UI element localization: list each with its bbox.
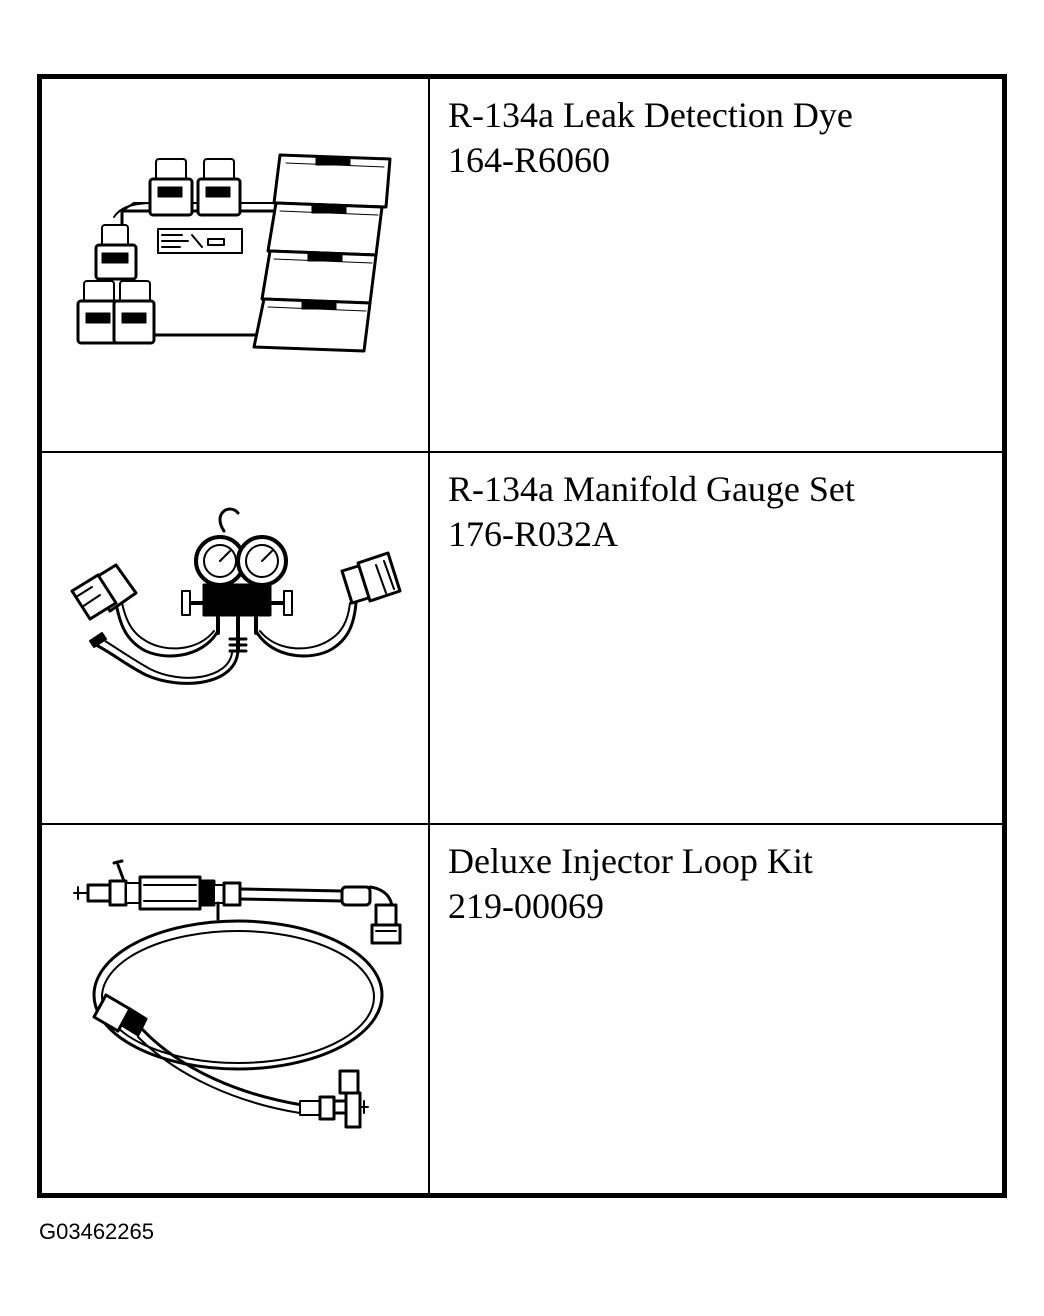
part-number: 164-R6060 [448,140,610,180]
tool-image-cell [42,453,430,823]
tool-name: R-134a Manifold Gauge Set [448,469,855,509]
tool-image-cell [42,79,430,451]
tool-row: Deluxe Injector Loop Kit 219-00069 [42,823,1002,1193]
tool-row: R-134a Manifold Gauge Set 176-R032A [42,451,1002,823]
figure-id: G03462265 [39,1219,154,1244]
leak-detection-dye-kit-illustration [76,153,392,353]
tool-image-cell [42,825,430,1193]
tool-name: Deluxe Injector Loop Kit [448,841,813,881]
tool-text: Deluxe Injector Loop Kit 219-00069 [448,839,813,929]
part-number: 219-00069 [448,886,604,926]
tool-name: R-134a Leak Detection Dye [448,95,853,135]
injector-loop-kit-illustration [73,859,402,1129]
tool-text: R-134a Leak Detection Dye 164-R6060 [448,93,853,183]
part-number: 176-R032A [448,514,618,554]
tool-table: R-134a Leak Detection Dye 164-R6060 [37,74,1007,1198]
tool-row: R-134a Leak Detection Dye 164-R6060 [42,79,1002,451]
tool-text: R-134a Manifold Gauge Set 176-R032A [448,467,855,557]
manifold-gauge-set-illustration [70,507,402,685]
